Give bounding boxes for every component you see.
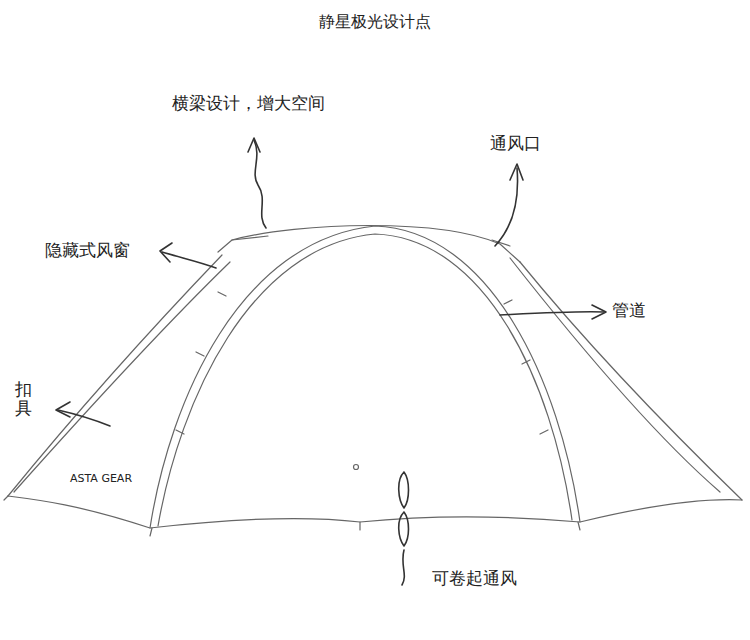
arrow-head xyxy=(248,138,260,152)
fly-outline xyxy=(14,262,230,492)
leader-arrow xyxy=(58,410,110,426)
rollup-loop xyxy=(399,472,409,585)
brand-mark: ASTA GEAR xyxy=(70,472,132,485)
pole-arch xyxy=(150,226,580,528)
leader-arrow xyxy=(254,140,266,228)
crossbar xyxy=(218,226,520,263)
fly-outline xyxy=(8,255,222,496)
callout-label: 可卷起通风 xyxy=(432,567,517,590)
callout-label: 隐藏式风窗 xyxy=(45,239,130,262)
ventilation-tab xyxy=(354,465,359,470)
fly-hem xyxy=(8,496,742,528)
fly-outline xyxy=(520,262,742,500)
callout-label: 通风口 xyxy=(490,132,541,155)
arrow-head xyxy=(56,402,70,417)
arrow-head xyxy=(160,243,172,262)
callout-label: 横梁设计，增大空间 xyxy=(172,92,325,115)
pole-clip xyxy=(176,292,548,434)
fly-outline xyxy=(510,258,720,492)
arrow-head xyxy=(510,164,523,180)
leader-arrow xyxy=(495,168,518,246)
pole-arch xyxy=(158,234,572,526)
callout-label: 扣具 xyxy=(15,380,32,417)
arrow-head xyxy=(592,305,606,319)
callout-label: 管道 xyxy=(612,299,646,322)
stake xyxy=(4,496,580,536)
crossbar xyxy=(232,236,510,246)
diagram-title: 静星极光设计点 xyxy=(319,12,431,33)
leader-arrow xyxy=(500,312,604,315)
leader-arrow xyxy=(162,252,216,268)
